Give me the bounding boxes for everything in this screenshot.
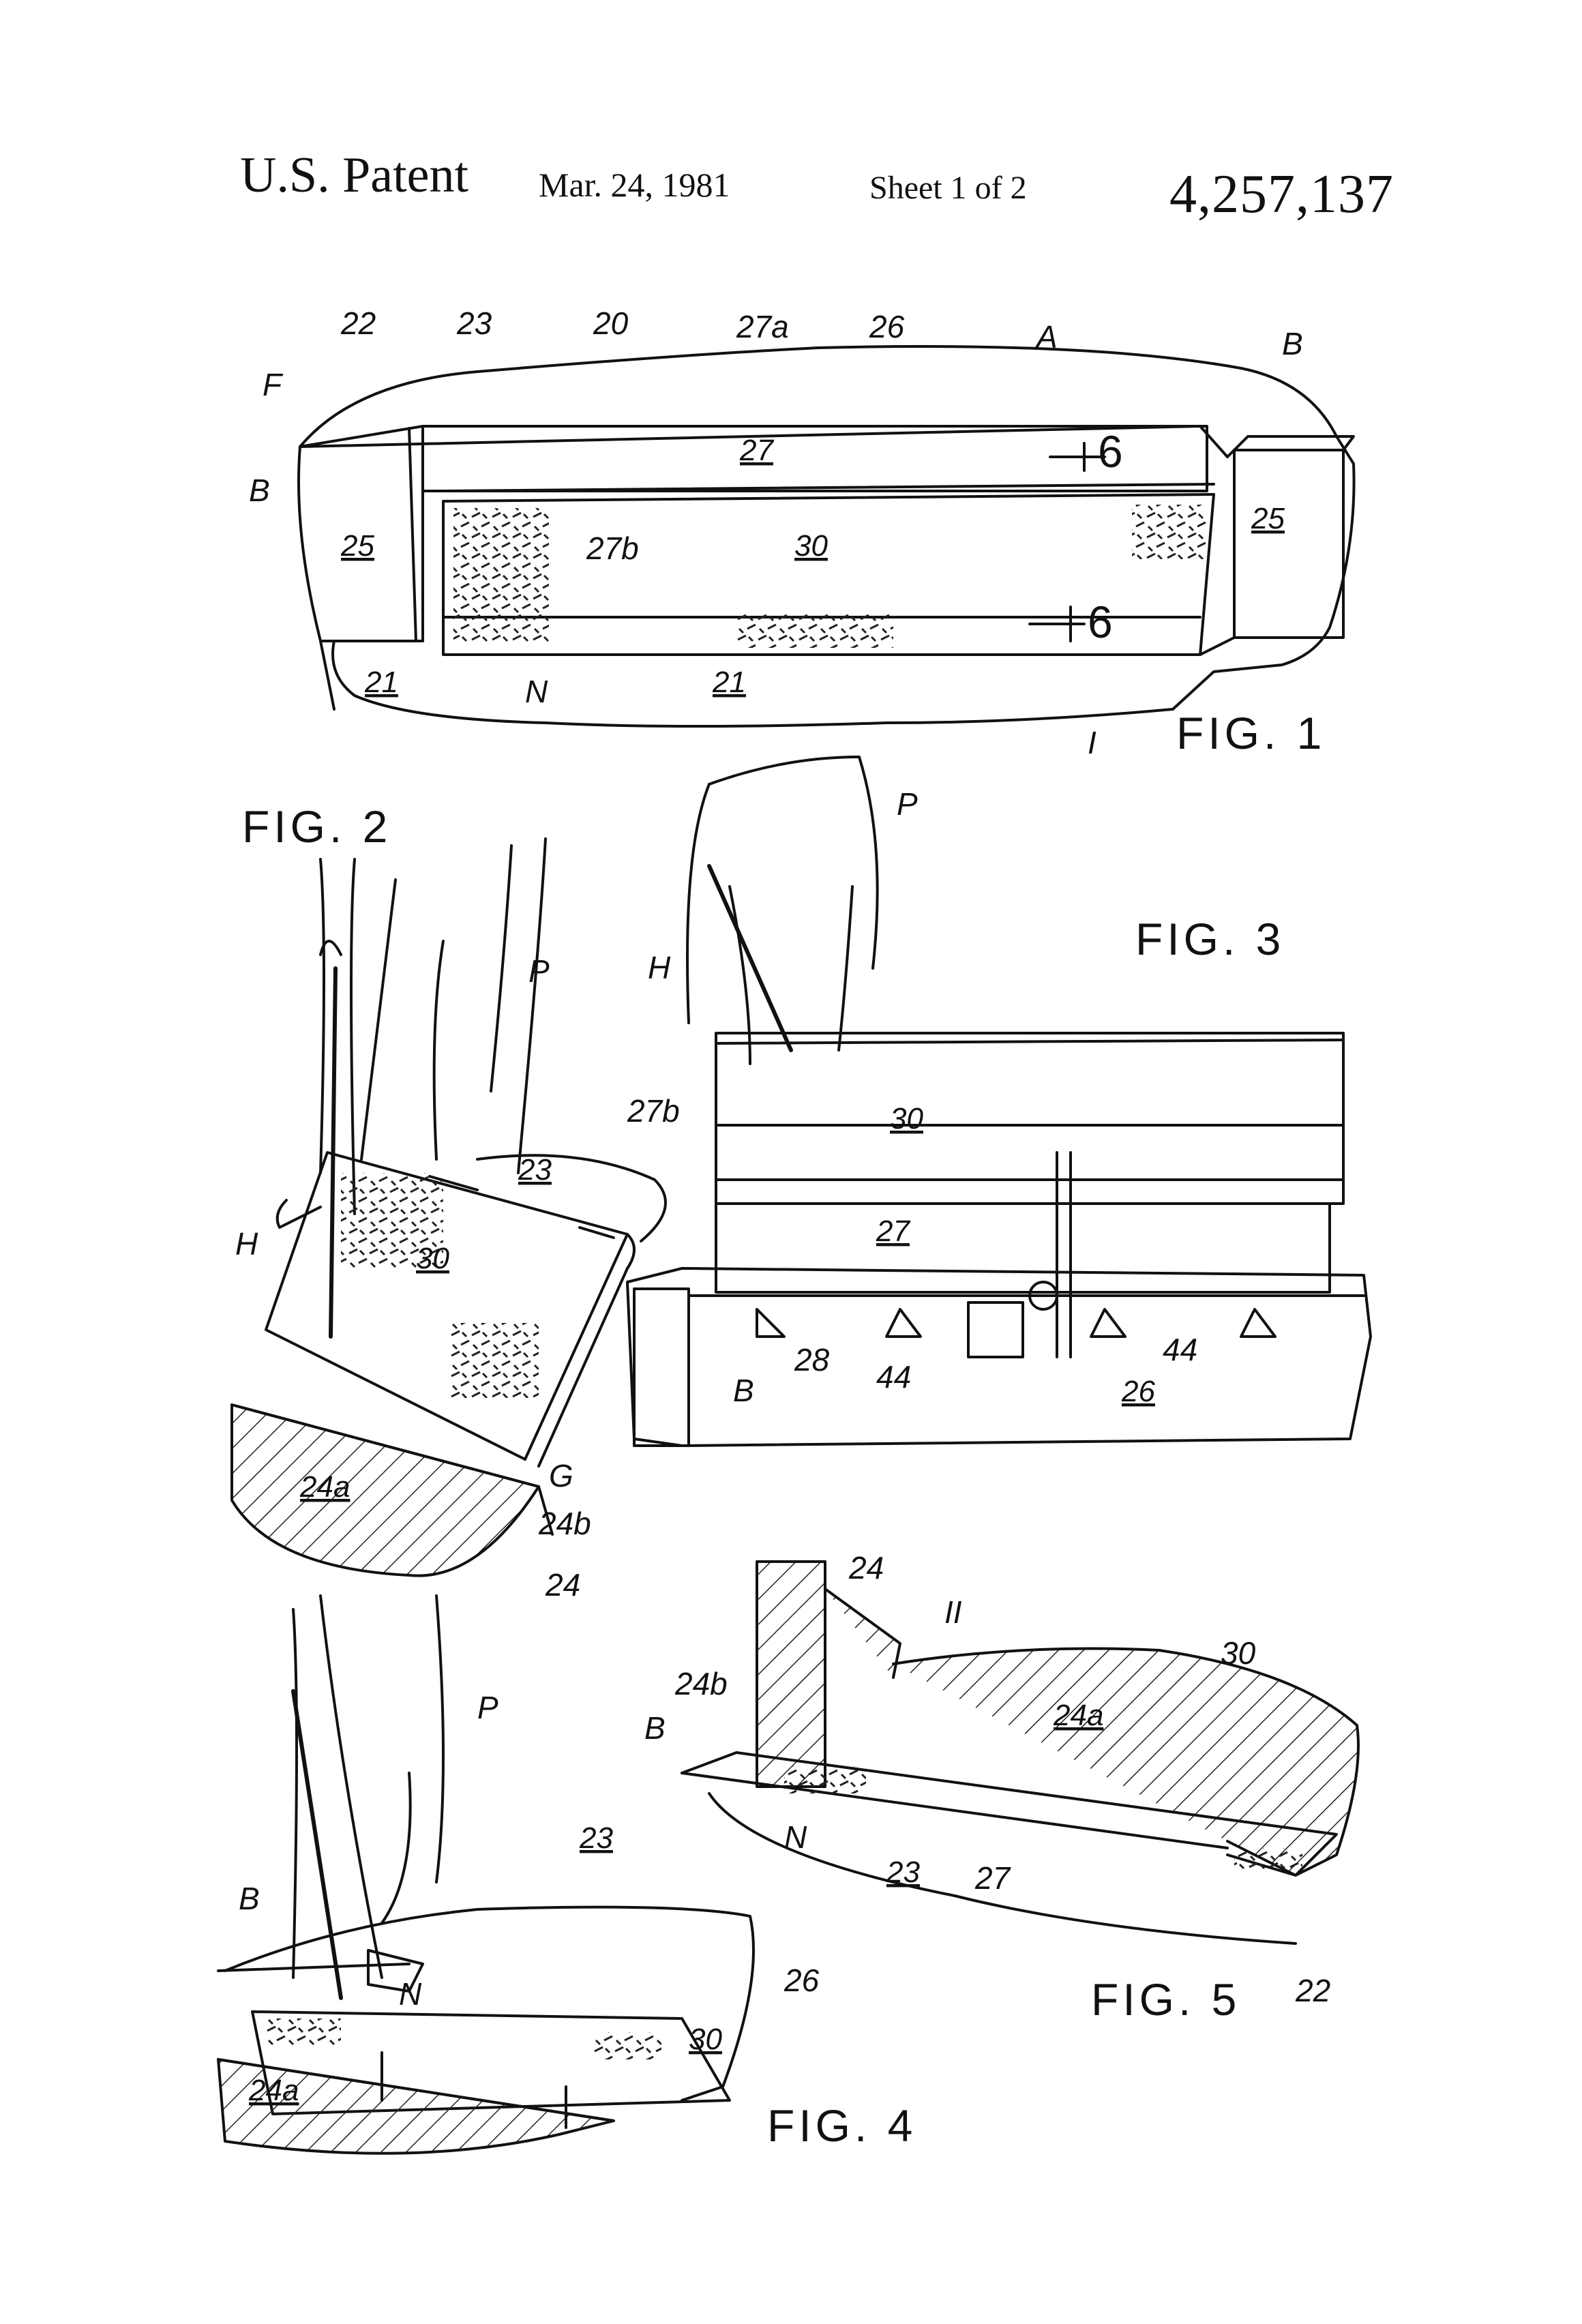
fig5-label: 24a: [1053, 1699, 1103, 1732]
patent-title: U.S. Patent: [240, 147, 469, 203]
fig1-caption: FIG. 1: [1176, 708, 1326, 758]
fig4-label: 30: [689, 2023, 722, 2056]
fig4-labels: P 23 B 26 N 30 24a: [239, 1690, 820, 2107]
fig5-label: 30: [1221, 1635, 1256, 1671]
fig1-label: 23: [456, 306, 492, 341]
fig2-label: 24: [545, 1567, 580, 1603]
fig1-labels: 22 23 20 27a 26 A B F B 27 6 25 25 27b 3…: [249, 306, 1303, 760]
fig3-label: 28: [794, 1342, 830, 1377]
fig3-label: P: [897, 786, 918, 822]
fig1-label: 26: [869, 309, 905, 344]
fig1-drawing: [297, 345, 1356, 728]
fig2-label: 24b: [538, 1506, 591, 1541]
fig3-labels: P H 30 27 B 28 44 44 26: [648, 786, 1197, 1408]
fig5-labels: 24 II 30 24b 24a B N 23 27 22: [644, 1550, 1330, 2008]
fig1-label: N: [525, 674, 548, 709]
fig4-drawing: [217, 1594, 755, 2155]
fig3-label: B: [733, 1373, 754, 1408]
fig5-label: 23: [886, 1856, 920, 1889]
fig1-label: 27: [739, 434, 774, 467]
fig2-labels: P 27b 23 H 30 G 24a 24b 24: [235, 953, 680, 1603]
fig2-label: 23: [518, 1153, 552, 1187]
fig1-label: 21: [712, 666, 746, 699]
fig4-label: P: [477, 1690, 498, 1725]
patent-number: 4,257,137: [1169, 164, 1394, 224]
fig2-drawing: [230, 837, 667, 1577]
fig1-section-label: 6: [1098, 426, 1127, 477]
fig1-label: 20: [593, 306, 629, 341]
fig4-caption: FIG. 4: [767, 2100, 916, 2151]
sheet-number: Sheet 1 of 2: [869, 170, 1027, 206]
fig1-label: B: [1282, 326, 1303, 361]
fig5-label: II: [944, 1594, 962, 1630]
fig2-label: 30: [416, 1242, 449, 1275]
fig1-label: A: [1034, 319, 1058, 355]
fig5-label: B: [644, 1710, 666, 1746]
fig1-label: 21: [364, 666, 398, 699]
fig3-label: 27: [876, 1215, 910, 1248]
fig1-label: I: [1088, 725, 1096, 760]
fig1-label: F: [263, 367, 284, 402]
fig2-label: 27b: [627, 1093, 680, 1129]
fig2-label: H: [235, 1226, 258, 1262]
fig2-caption: FIG. 2: [242, 801, 391, 852]
fig4-label: B: [239, 1881, 260, 1916]
fig3-label: H: [648, 950, 671, 985]
fig3-label: 30: [890, 1102, 923, 1135]
fig1-label: 27a: [736, 309, 789, 344]
fig1-label: 30: [794, 529, 828, 563]
fig4-label: N: [399, 1976, 422, 2012]
fig5-label: 27: [974, 1860, 1011, 1896]
fig1-label: 27b: [586, 531, 639, 566]
fig1-section-label: 6: [1088, 597, 1117, 647]
fig3-label: 44: [876, 1359, 911, 1395]
fig2-label: 24a: [299, 1470, 350, 1504]
fig5-label: 24b: [674, 1666, 728, 1701]
fig1-label: 25: [340, 529, 374, 563]
fig4-label: 26: [783, 1963, 820, 1998]
fig5-label: 22: [1295, 1973, 1330, 2008]
fig1-label: B: [249, 473, 270, 508]
fig5-drawing: [681, 1560, 1360, 1945]
fig3-caption: FIG. 3: [1135, 914, 1285, 964]
fig1-label: 25: [1251, 502, 1285, 535]
fig3-drawing: [626, 756, 1372, 1447]
fig4-label: 23: [579, 1821, 613, 1855]
fig3-label: 26: [1121, 1375, 1155, 1408]
fig2-label: G: [549, 1458, 573, 1493]
fig5-caption: FIG. 5: [1091, 1974, 1240, 2025]
fig1-label: 22: [340, 306, 376, 341]
fig3-label: 44: [1163, 1332, 1197, 1367]
fig4-label: 24a: [248, 2074, 299, 2107]
fig2-label: P: [528, 953, 550, 989]
fig5-label: N: [784, 1819, 807, 1855]
fig5-label: 24: [848, 1550, 884, 1585]
patent-date: Mar. 24, 1981: [539, 166, 730, 204]
